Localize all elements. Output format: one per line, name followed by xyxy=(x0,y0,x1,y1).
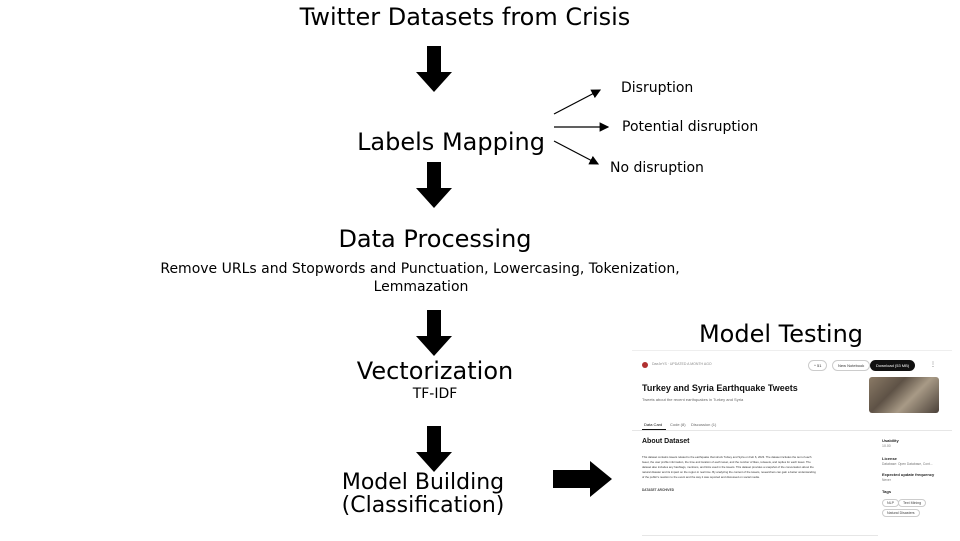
license-label: License xyxy=(882,456,897,461)
license-value: Database: Open Database, Cont... xyxy=(882,462,933,466)
down-arrow-4 xyxy=(416,426,452,472)
avatar xyxy=(642,362,648,368)
vectorization-step: Vectorization xyxy=(356,357,514,385)
archived-label: DATASET ARCHIVED xyxy=(642,488,674,492)
label-disruption: Disruption xyxy=(621,80,694,96)
down-arrow-1 xyxy=(416,46,452,92)
model-building-step-line2: (Classification) xyxy=(341,493,505,518)
upvote-icon: ^ xyxy=(814,363,817,368)
about-text-line-5: of the public's reaction to the event an… xyxy=(642,475,760,479)
tag-natural-disasters[interactable]: Natural Disasters xyxy=(882,509,920,517)
vectorization-detail: TF-IDF xyxy=(412,386,458,402)
about-text-line-2: tweet, the user profile information, the… xyxy=(642,460,811,464)
model-testing-title: Model Testing xyxy=(698,320,864,348)
about-text-line-3: dataset also includes any hashtags, ment… xyxy=(642,465,814,469)
active-tab-underline xyxy=(642,429,666,430)
vote-button[interactable]: ^ 51 xyxy=(808,360,828,371)
dataset-cover-image xyxy=(869,377,939,413)
tab-code[interactable]: Code (8) xyxy=(670,422,686,427)
download-button[interactable]: Download (53 MB) xyxy=(870,360,916,371)
about-text-line-1: This dataset contains tweets related to … xyxy=(642,455,812,459)
dataset-page-screenshot: DaeJeYS · UPDATED A MONTH AGO ^ 51 New N… xyxy=(632,350,952,541)
vote-count: 51 xyxy=(817,363,822,368)
about-text-line-4: natural disaster and its impact on the r… xyxy=(642,470,816,474)
about-heading: About Dataset xyxy=(642,438,690,445)
frequency-label: Expected update frequency xyxy=(882,472,935,477)
tag-text-mining[interactable]: Text Mining xyxy=(898,499,927,507)
tag-nlp[interactable]: NLP xyxy=(882,499,899,507)
frequency-value: Never xyxy=(882,478,891,482)
footer-divider xyxy=(642,535,878,536)
down-arrow-3 xyxy=(416,310,452,356)
tab-divider xyxy=(632,430,952,431)
label-potential-disruption: Potential disruption xyxy=(622,119,759,135)
more-options-icon[interactable]: ⋮ xyxy=(930,362,936,368)
label-no-disruption: No disruption xyxy=(610,160,704,176)
model-building-step-line1: Model Building xyxy=(341,470,505,495)
dataset-title: Turkey and Syria Earthquake Tweets xyxy=(642,383,798,393)
breadcrumb: DaeJeYS · UPDATED A MONTH AGO xyxy=(652,362,712,366)
diagram-title: Twitter Datasets from Crisis xyxy=(299,3,631,31)
processing-detail-line2: Lemmazation xyxy=(373,279,469,295)
usability-label: Usability xyxy=(882,438,899,443)
dataset-subtitle: Tweets about the recent earthquakes in T… xyxy=(642,397,744,402)
new-notebook-button[interactable]: New Notebook xyxy=(832,360,871,371)
tab-discussion[interactable]: Discussion (1) xyxy=(691,422,717,427)
down-arrow-2 xyxy=(416,162,452,208)
label-arrow-no-disruption xyxy=(553,140,600,165)
label-arrow-disruption xyxy=(553,89,602,115)
data-processing-step: Data Processing xyxy=(338,225,532,253)
right-arrow xyxy=(553,461,612,497)
tab-data-card[interactable]: Data Card xyxy=(644,422,663,427)
labels-mapping-step: Labels Mapping xyxy=(357,128,545,156)
tags-label: Tags xyxy=(882,489,892,494)
usability-value: 10.00 xyxy=(882,444,891,448)
processing-detail-line1: Remove URLs and Stopwords and Punctuatio… xyxy=(160,261,680,277)
